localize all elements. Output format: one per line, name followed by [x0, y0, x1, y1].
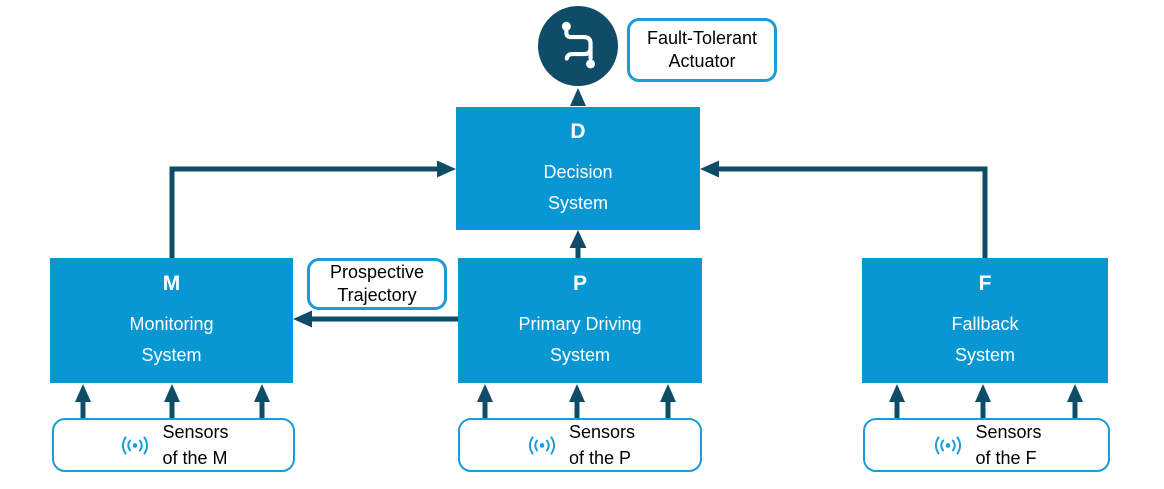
system-name-line2: System: [547, 192, 608, 213]
arrowhead-into-actuator: [570, 88, 586, 106]
signal-waves-icon: [122, 435, 149, 455]
system-box-decision: D Decision System: [456, 107, 700, 230]
system-name-line2: System: [549, 344, 610, 365]
actuator-loop-icon: [561, 21, 596, 69]
arrowhead-sensor-p-3: [660, 384, 676, 402]
sensors-box-m: Sensors of the M: [52, 418, 295, 472]
fault-tolerant-actuator-label: Fault-Tolerant Actuator: [627, 18, 777, 82]
sensor-text: Sensors of the F: [975, 419, 1041, 471]
wire-m-to-d: [169, 166, 438, 258]
arrowhead-into-d-right: [700, 160, 719, 178]
wire-f-to-d: [718, 166, 988, 258]
sensor-text: Sensors of the P: [569, 419, 635, 471]
arrowhead-sensor-f-1: [889, 384, 905, 402]
arrowhead-sensor-p-1: [477, 384, 493, 402]
system-box-monitoring: M Monitoring System: [50, 258, 293, 383]
arrowhead-sensor-f-2: [975, 384, 991, 402]
system-letter-m: M: [162, 271, 181, 295]
prospective-trajectory-label: Prospective Trajectory: [307, 258, 447, 310]
system-box-fallback: F Fallback System: [862, 258, 1108, 383]
sensor-text-line2: of the M: [162, 448, 228, 468]
sensor-text: Sensors of the M: [162, 419, 228, 471]
sensor-text-line2: of the F: [975, 448, 1037, 468]
system-name-line2: System: [141, 344, 202, 365]
arrowhead-into-d-bottom: [569, 230, 587, 248]
system-name-line2: System: [954, 344, 1015, 365]
sensor-text-line2: of the P: [568, 448, 632, 468]
prospective-label-line1: Prospective: [329, 262, 425, 282]
arrowhead-into-m-right: [293, 310, 312, 328]
arrowhead-into-d-left: [437, 160, 456, 178]
actuator-label-line1: Fault-Tolerant: [646, 28, 758, 48]
prospective-label-line2: Trajectory: [337, 285, 417, 305]
arrowhead-sensor-p-2: [569, 384, 585, 402]
sensor-text-line1: Sensors: [162, 422, 229, 442]
system-letter-d: D: [570, 119, 586, 143]
sensors-box-f: Sensors of the F: [863, 418, 1110, 472]
system-letter-f: F: [978, 271, 992, 295]
sensors-box-p: Sensors of the P: [458, 418, 702, 472]
sensor-text-line1: Sensors: [568, 422, 636, 442]
arrowhead-sensor-m-1: [75, 384, 91, 402]
arrowhead-sensor-m-3: [254, 384, 270, 402]
system-box-primary-driving: P Primary Driving System: [458, 258, 702, 383]
system-name-line1: Monitoring: [129, 313, 214, 334]
actuator-label-line2: Actuator: [668, 51, 736, 71]
system-name-line1: Decision: [543, 161, 613, 182]
signal-waves-icon: [528, 435, 556, 455]
fault-tolerant-actuator-node: [538, 6, 618, 86]
system-name-line1: Primary Driving: [518, 313, 642, 334]
system-letter-p: P: [572, 271, 587, 295]
signal-waves-icon: [935, 435, 962, 455]
arrowhead-sensor-m-2: [164, 384, 180, 402]
system-name-line1: Fallback: [951, 313, 1019, 334]
sensor-text-line1: Sensors: [975, 422, 1042, 442]
arrowhead-sensor-f-3: [1067, 384, 1083, 402]
